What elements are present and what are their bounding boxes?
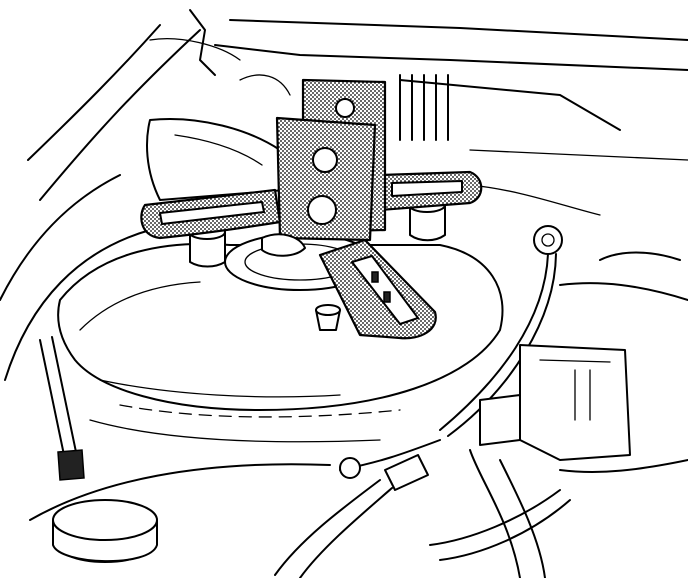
- cowl-structure: [189, 9, 688, 216]
- strut-tower: [57, 233, 504, 443]
- tool-lower-arm: [261, 233, 437, 340]
- fender-lines: [0, 24, 241, 381]
- reservoir-cap: [52, 499, 158, 563]
- tool-plates: [275, 78, 387, 242]
- lower-hoses: [29, 439, 688, 578]
- tool-crossbar: [140, 170, 483, 240]
- strut-bracket: [146, 118, 286, 201]
- dipstick-tube: [39, 336, 85, 481]
- right-components: [439, 225, 688, 461]
